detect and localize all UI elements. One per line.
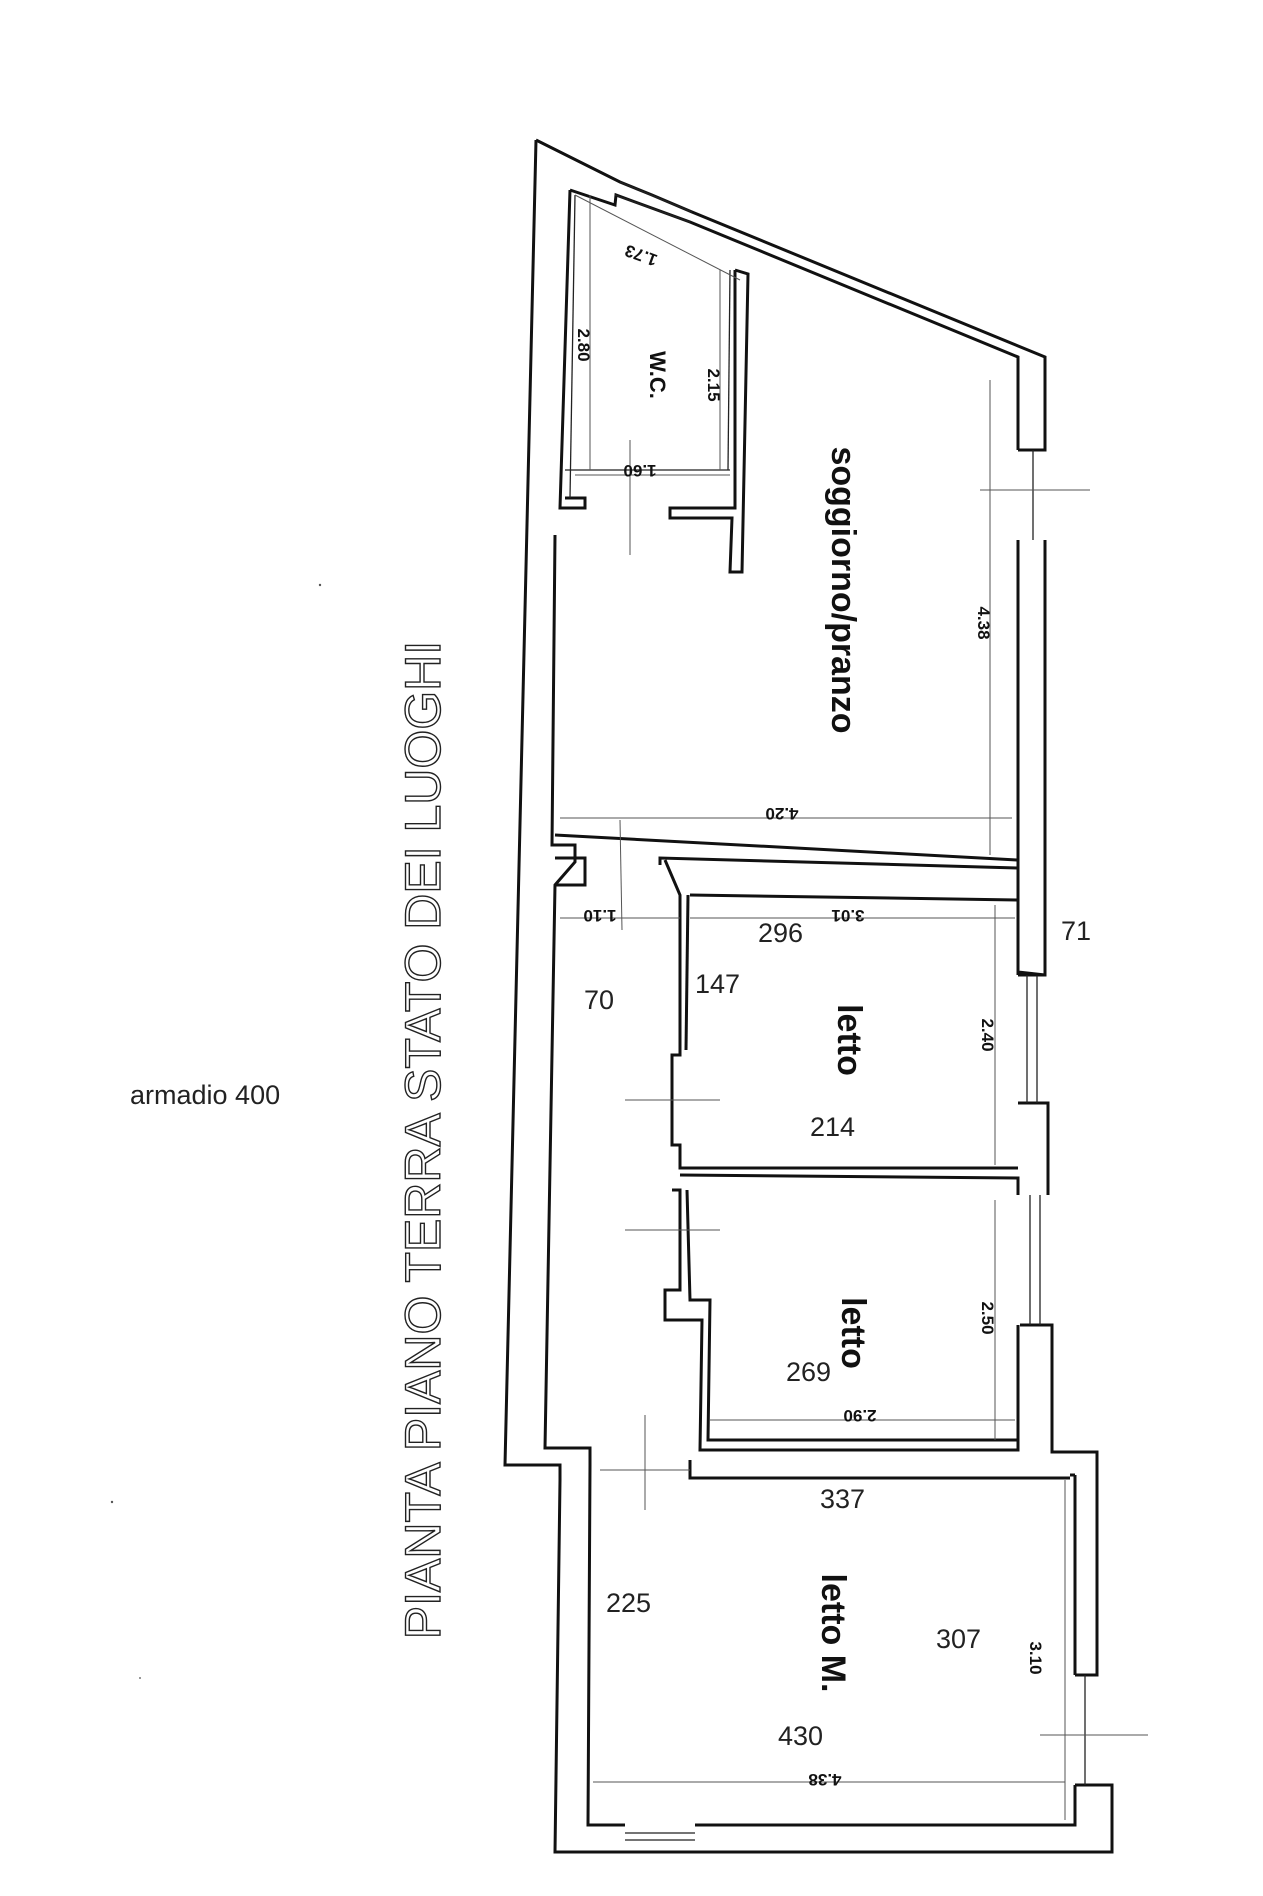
wc-window (619, 181, 693, 213)
dim-letto-m-bottom: 4.38 (808, 1770, 841, 1789)
letto1-letto2-wall (679, 1173, 1020, 1195)
room-label-letto-2: letto (834, 1297, 872, 1369)
exterior-wall-outer-west (503, 139, 1114, 1854)
scan-speck (318, 583, 322, 587)
note-214: 214 (810, 1112, 855, 1142)
exterior-wall-inner-west (558, 189, 572, 510)
dim-wc-right: 2.15 (704, 368, 723, 401)
letto-m-north-wall (688, 1460, 1070, 1480)
room-label-wc: W.C. (645, 351, 670, 399)
dim-wc-bottom: 1.60 (623, 461, 656, 480)
exterior-wall-outer-east-3 (1020, 1323, 1099, 1677)
exterior-wall-inner (569, 188, 1020, 450)
wc-east-wall (668, 268, 750, 574)
note-337: 337 (820, 1484, 865, 1514)
note-147: 147 (695, 969, 740, 999)
note-70: 70 (584, 985, 614, 1015)
note-269: 269 (786, 1357, 831, 1387)
plan-title: PIANTA PIANO TERRA STATO DEI LUOGHI (395, 641, 451, 1639)
dim-wc-top: 1.73 (622, 241, 660, 270)
dim-corridor-top: 1.10 (583, 906, 616, 925)
dimension-lines (560, 194, 1148, 1820)
dim-letto2-right: 2.50 (978, 1301, 997, 1334)
letto2-inner (685, 1189, 1018, 1442)
exterior-wall-outer-east (1018, 540, 1047, 977)
dim-letto1-right: 2.40 (978, 1018, 997, 1051)
note-71: 71 (1061, 916, 1091, 946)
scan-speck (139, 1677, 141, 1679)
dim-letto1-top: 3.01 (831, 906, 864, 925)
exterior-wall-outer (535, 138, 1047, 452)
note-armadio: armadio 400 (130, 1080, 280, 1110)
exterior-wall-outer-east-2 (1018, 1101, 1050, 1195)
dim-wc-left: 2.80 (574, 328, 593, 361)
note-296: 296 (758, 918, 803, 948)
corridor-top (555, 856, 587, 887)
note-430: 430 (778, 1721, 823, 1751)
letto2-walls (663, 1188, 1020, 1452)
dim-letto2-bottom: 2.90 (843, 1406, 876, 1425)
exterior-wall-inner-west-2 (543, 534, 625, 1827)
dim-soggiorno-bottom: 4.20 (765, 804, 798, 823)
exterior-wall-inner-south (695, 1785, 1077, 1827)
room-label-letto-1: letto (830, 1004, 868, 1076)
dim-soggiorno-right: 4.38 (974, 606, 993, 639)
room-label-letto-m: letto M. (814, 1574, 852, 1693)
dim-letto-m-right: 3.10 (1026, 1641, 1045, 1674)
letto1-inner (689, 893, 1020, 975)
wc-south-wall (565, 496, 587, 510)
scan-speck (110, 1500, 114, 1504)
note-225: 225 (606, 1588, 651, 1618)
soggiorno-south-wall-inner (658, 856, 1019, 870)
soggiorno-south-wall (554, 833, 1046, 977)
room-label-soggiorno: soggiorno/pranzo (824, 446, 862, 733)
note-307: 307 (936, 1624, 981, 1654)
